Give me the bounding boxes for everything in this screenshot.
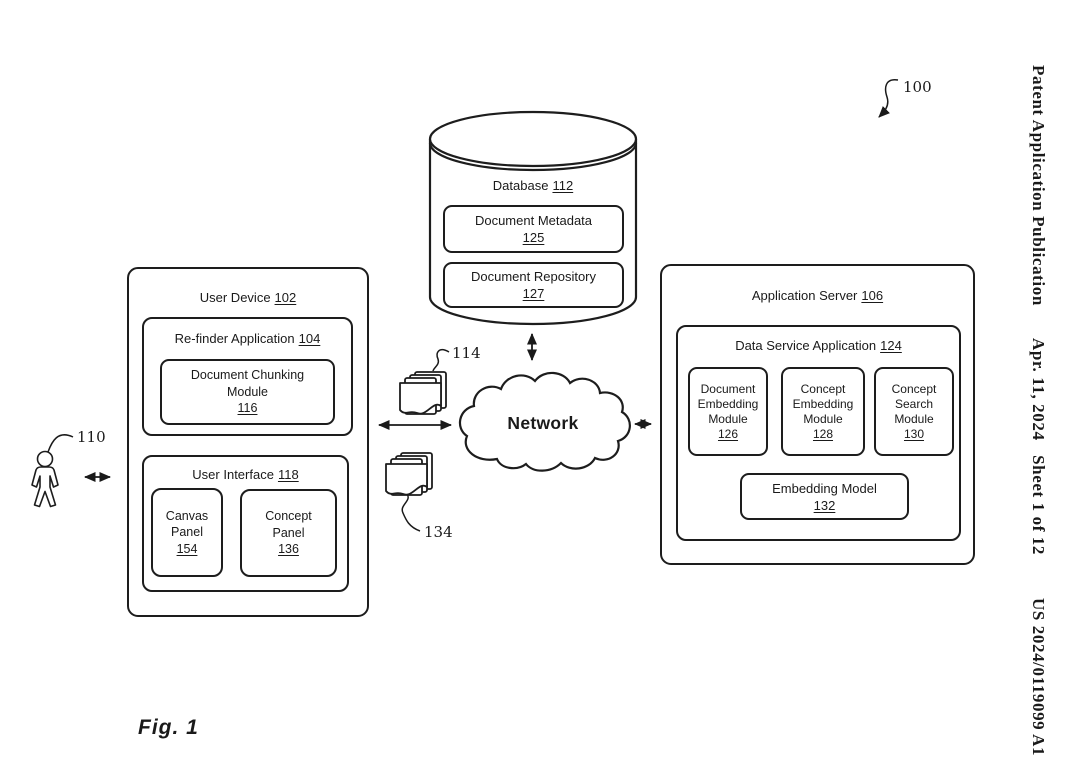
document-repository-ref: 127 bbox=[522, 286, 545, 301]
chunking-module-line1: Document Chunking bbox=[190, 368, 305, 383]
refinder-application-title-text: Re-finder Application bbox=[174, 331, 295, 346]
document-embedding-module-box: Document Embedding Module 126 bbox=[688, 367, 768, 456]
ref-label-110: 110 bbox=[77, 428, 106, 446]
document-repository-title: Document Repository bbox=[471, 269, 596, 284]
doc-embed-ref: 126 bbox=[717, 426, 739, 441]
concept-panel-line1: Concept bbox=[265, 509, 312, 524]
patent-publication-header: Patent Application Publication bbox=[1029, 65, 1048, 306]
doc-embed-line1: Document bbox=[700, 381, 756, 396]
data-service-application-title-text: Data Service Application bbox=[735, 338, 877, 353]
concept-embed-ref: 128 bbox=[812, 426, 834, 441]
leader-ref-100 bbox=[878, 79, 899, 118]
user-interface-ref: 118 bbox=[277, 467, 299, 482]
concept-panel-line2: Panel bbox=[272, 525, 305, 540]
document-stack-bottom-icon bbox=[385, 452, 433, 496]
embedding-model-title: Embedding Model bbox=[772, 480, 877, 496]
database-cylinder-icon bbox=[428, 110, 638, 326]
leader-ref-114 bbox=[432, 348, 450, 372]
patent-date-sheet-header: Apr. 11, 2024 Sheet 1 of 12 bbox=[1029, 338, 1048, 556]
document-metadata-title: Document Metadata bbox=[474, 213, 593, 228]
network-label: Network bbox=[507, 413, 579, 433]
concept-panel-box: Concept Panel 136 bbox=[240, 489, 337, 577]
refinder-application-ref: 104 bbox=[298, 331, 321, 346]
ref-label-100: 100 bbox=[903, 78, 932, 96]
user-device-ref: 102 bbox=[274, 290, 297, 305]
document-metadata-box: Document Metadata 125 bbox=[443, 205, 624, 253]
canvas-panel-ref: 154 bbox=[176, 541, 198, 556]
document-repository-box: Document Repository 127 bbox=[443, 262, 624, 308]
user-device-title-text: User Device bbox=[199, 290, 271, 305]
concept-search-module-box: Concept Search Module 130 bbox=[874, 367, 954, 456]
leader-ref-134 bbox=[401, 493, 421, 532]
user-interface-title-text: User Interface bbox=[192, 467, 274, 482]
patent-number-header: US 2024/0119099 A1 bbox=[1029, 598, 1048, 757]
concept-search-line1: Concept bbox=[891, 381, 937, 396]
concept-panel-ref: 136 bbox=[278, 542, 299, 557]
ref-label-114: 114 bbox=[452, 344, 481, 362]
doc-embed-line3: Module bbox=[708, 411, 748, 426]
document-stack-top-icon bbox=[399, 371, 447, 415]
canvas-panel-line2: Panel bbox=[171, 525, 203, 540]
connection-arrows bbox=[84, 333, 652, 482]
document-chunking-module-box: Document Chunking Module 116 bbox=[160, 359, 335, 425]
chunking-module-ref: 116 bbox=[237, 401, 258, 416]
data-service-application-ref: 124 bbox=[880, 338, 902, 353]
concept-search-line2: Search bbox=[894, 396, 934, 411]
database-ref: 112 bbox=[552, 178, 574, 193]
embedding-model-ref: 132 bbox=[813, 497, 836, 513]
reference-leader-lines bbox=[47, 79, 899, 532]
chunking-module-line2: Module bbox=[227, 384, 268, 399]
concept-embed-line3: Module bbox=[803, 411, 843, 426]
network-cloud-icon bbox=[458, 371, 631, 472]
concept-search-ref: 130 bbox=[903, 426, 925, 441]
canvas-panel-box: Canvas Panel 154 bbox=[151, 488, 223, 577]
application-server-title-text: Application Server bbox=[751, 288, 858, 303]
application-server-ref: 106 bbox=[861, 288, 884, 303]
doc-embed-line2: Embedding bbox=[697, 396, 759, 411]
person-icon bbox=[31, 450, 59, 508]
concept-embedding-module-box: Concept Embedding Module 128 bbox=[781, 367, 865, 456]
concept-embed-line2: Embedding bbox=[792, 396, 854, 411]
ref-label-134: 134 bbox=[424, 523, 453, 541]
leader-ref-110 bbox=[47, 434, 74, 453]
concept-embed-line1: Concept bbox=[800, 381, 846, 396]
embedding-model-box: Embedding Model 132 bbox=[740, 473, 909, 520]
document-metadata-ref: 125 bbox=[522, 230, 545, 245]
canvas-panel-line1: Canvas bbox=[165, 508, 209, 523]
database-title-text: Database bbox=[492, 178, 549, 193]
concept-search-line3: Module bbox=[894, 411, 934, 426]
figure-caption: Fig. 1 bbox=[138, 716, 199, 739]
